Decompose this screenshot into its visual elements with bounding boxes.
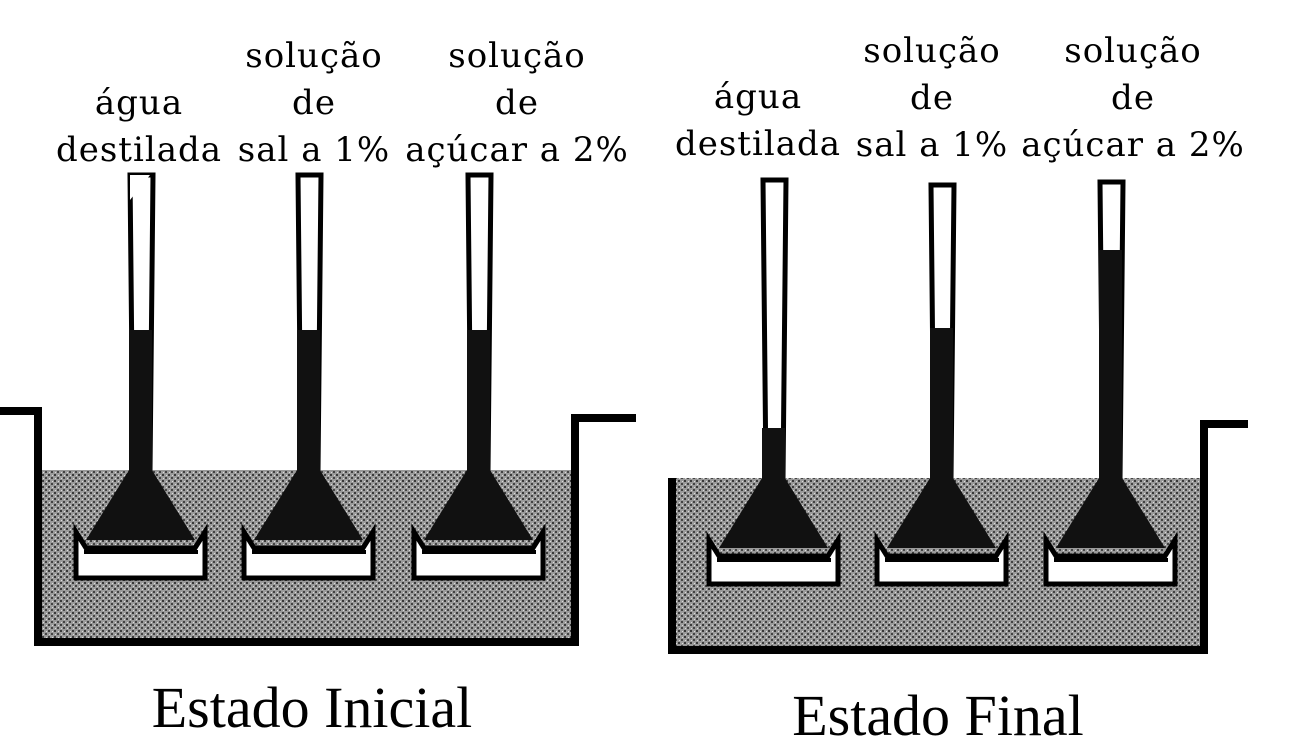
label-line: de [495,83,539,123]
osmometer-initial-sugar [411,172,546,581]
label-line: de [292,83,336,123]
panel-final [668,177,1248,654]
label-line: água [713,77,803,117]
label-line: solução [448,36,586,76]
label-line: solução [863,31,1001,71]
caption-final-state: Estado Final [792,683,1084,748]
label-line: água [94,83,184,123]
label-final-sugar: solução de açúcar a 2% [1021,28,1245,169]
label-line: destilada [55,130,223,170]
label-initial-water: água destilada [56,80,222,174]
container-initial [0,407,636,646]
osmometer-initial-water [73,172,208,581]
label-line: açúcar a 2% [405,130,629,170]
label-line: solução [1064,31,1202,71]
osmometer-final-water [706,177,841,587]
label-line: de [910,78,954,118]
container-final [668,420,1248,654]
label-line: destilada [674,124,842,164]
osmometer-initial-salt [241,172,376,581]
osmometer-final-salt [874,182,1009,587]
label-initial-salt: solução de sal a 1% [238,33,390,174]
label-line: açúcar a 2% [1021,125,1245,165]
caption-initial-state: Estado Inicial [151,675,473,740]
label-final-salt: solução de sal a 1% [856,28,1008,169]
panel-initial [0,172,636,646]
osmometer-final-sugar [1043,179,1178,587]
label-line: solução [245,36,383,76]
label-line: sal a 1% [237,130,391,170]
label-initial-sugar: solução de açúcar a 2% [405,33,629,174]
label-line: sal a 1% [855,125,1009,165]
label-final-water: água destilada [675,74,841,168]
label-line: de [1111,78,1155,118]
